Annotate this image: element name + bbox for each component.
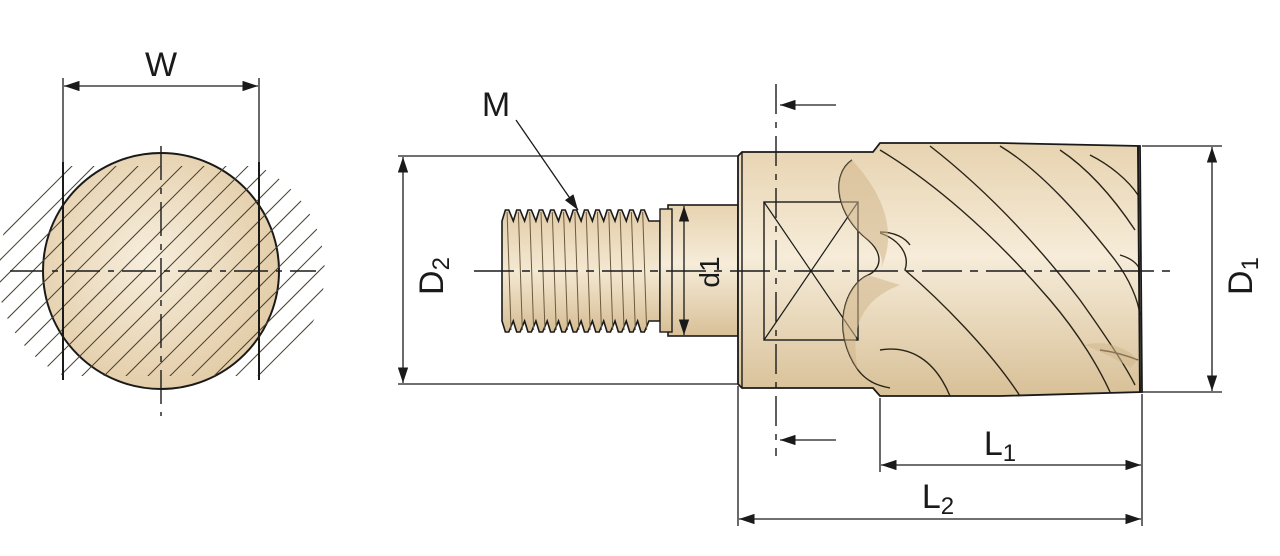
hatch-line <box>0 166 120 376</box>
head-outline <box>737 142 1143 397</box>
side-view: M D2 d1 D1 L1 L2 <box>397 84 1264 526</box>
thread-flank-line <box>517 211 523 331</box>
thread-flank-line <box>642 211 648 331</box>
w-label: W <box>145 46 177 84</box>
hatch-line <box>210 166 325 376</box>
cutting-head <box>737 142 1143 397</box>
m-label: M <box>482 86 510 124</box>
hatch-line <box>188 166 325 376</box>
flute-shading <box>838 160 1138 370</box>
hatch-line <box>232 166 325 376</box>
l2-label: L2 <box>922 478 954 520</box>
svg-text:d1: d1 <box>694 256 725 287</box>
m-leader-line <box>515 119 579 211</box>
hatch-line <box>144 166 325 376</box>
cross-section-view: W <box>0 46 325 416</box>
d1-label: d1 <box>694 256 725 287</box>
d2-label: D2 <box>413 257 455 295</box>
front-face-edge <box>1137 145 1141 393</box>
hatch-line <box>0 166 98 376</box>
threaded-shank <box>501 209 661 333</box>
svg-text:D1: D1 <box>1222 257 1264 295</box>
D1-label: D1 <box>1222 257 1264 295</box>
l1-label: L1 <box>984 425 1016 467</box>
svg-text:D2: D2 <box>413 257 455 295</box>
thread-flank-line <box>596 211 602 331</box>
thread-flank-line <box>529 211 535 331</box>
